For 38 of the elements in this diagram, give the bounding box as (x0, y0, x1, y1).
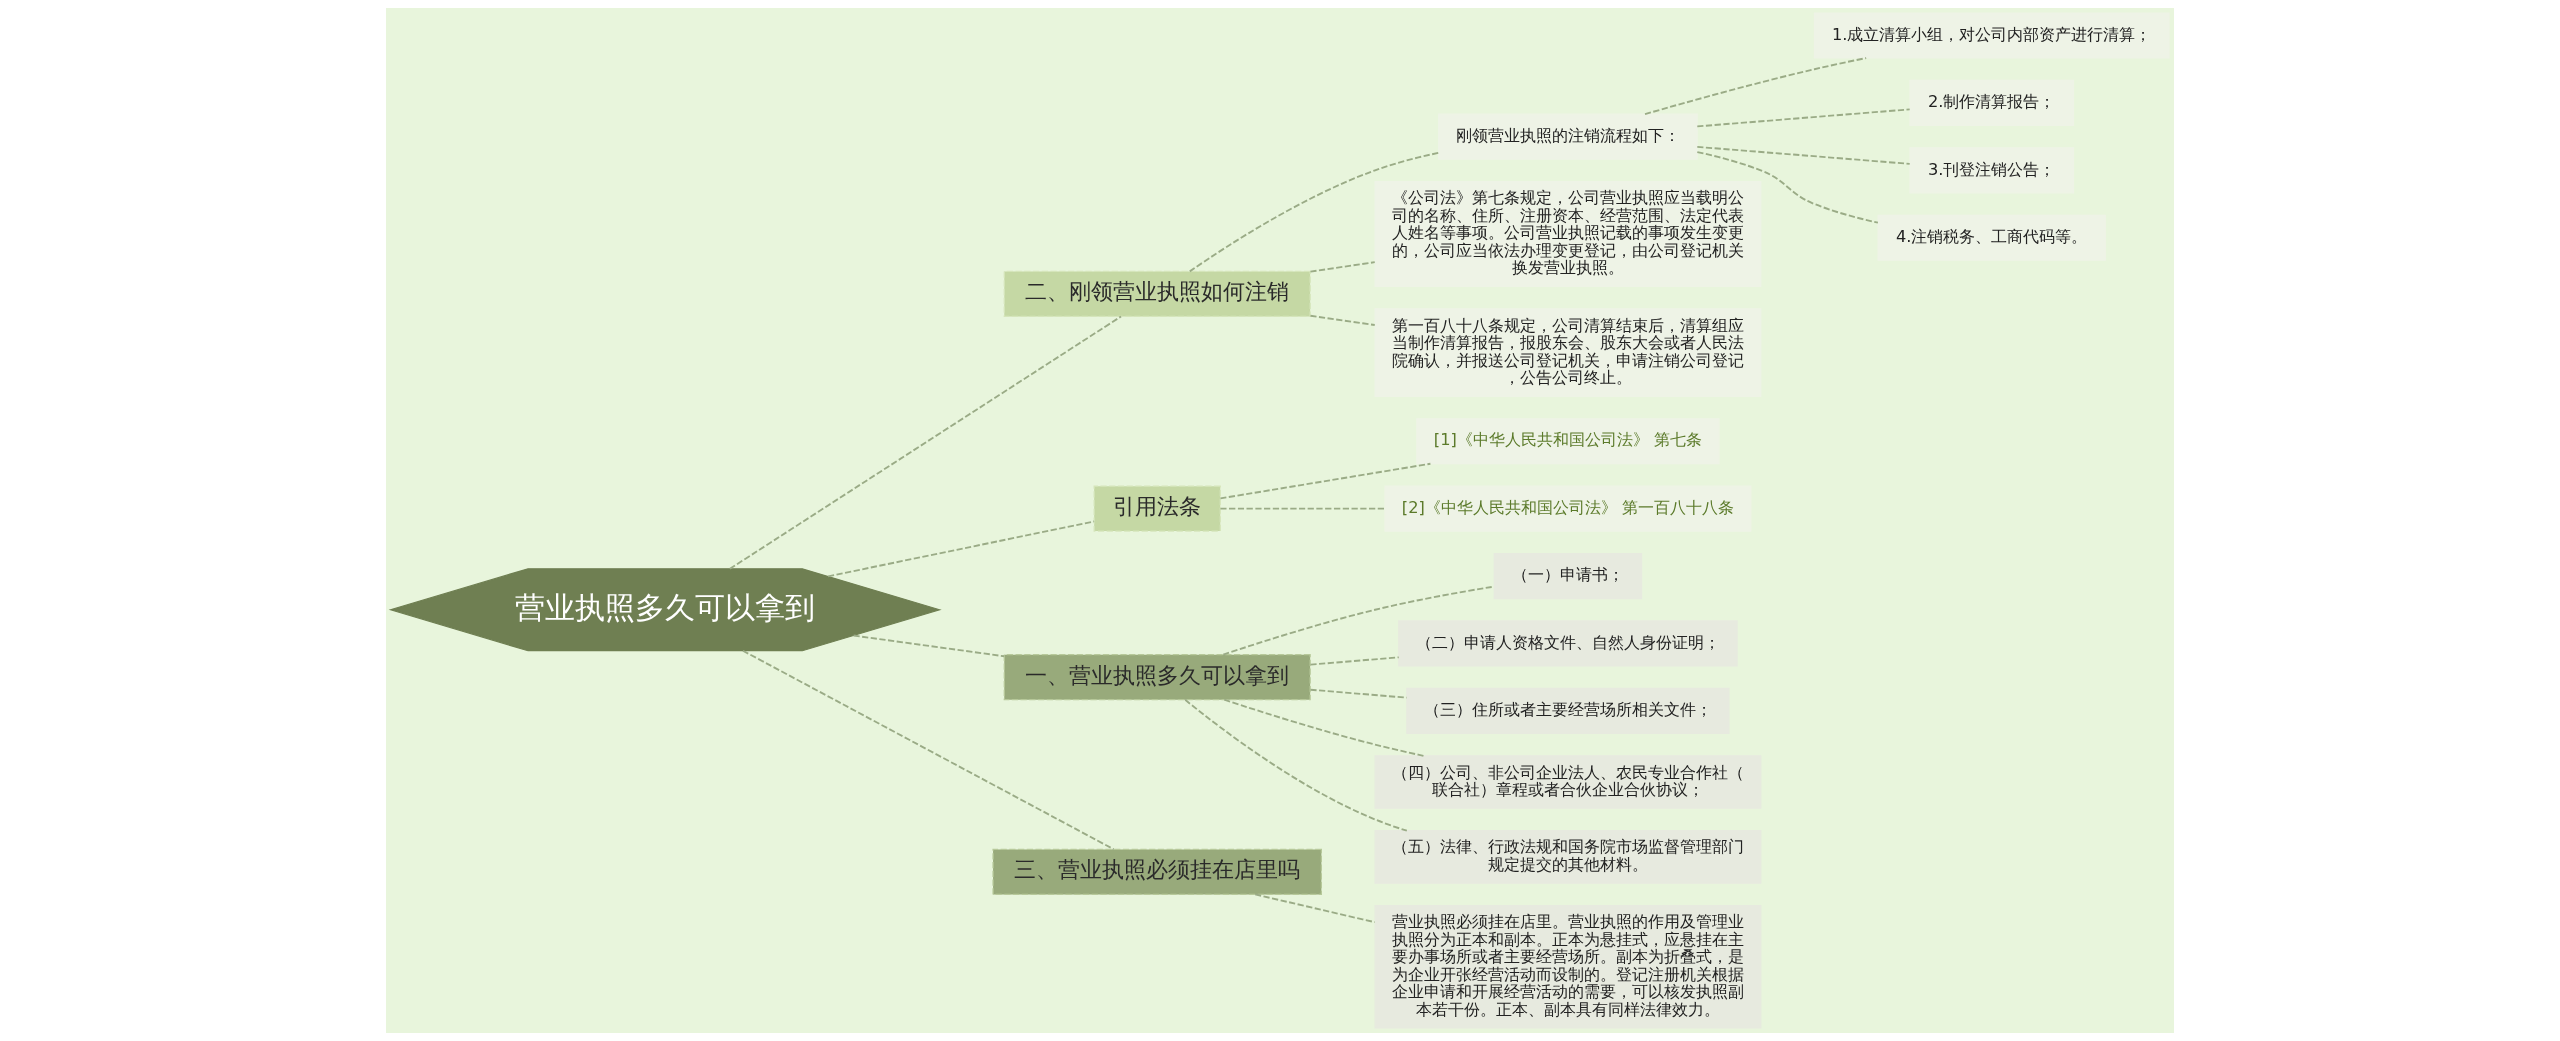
node-box: 引用法条 (1093, 485, 1221, 532)
node-box: 4.注销税务、工商代码等。 (1877, 214, 2106, 261)
connector (742, 649, 1115, 851)
connector (827, 520, 1096, 578)
connector (852, 634, 1006, 658)
connector (1309, 314, 1376, 326)
node-box: 2.制作清算报告； (1909, 79, 2075, 126)
connector (1188, 151, 1440, 273)
connector (1309, 656, 1400, 666)
connector (1219, 462, 1432, 500)
connector (1309, 688, 1408, 699)
connector (1696, 108, 1911, 128)
connector (1223, 698, 1425, 757)
node-box: 二、刚领营业执照如何注销 (1003, 270, 1311, 317)
node-box: 三、营业执照必须挂在店里吗 (992, 848, 1322, 895)
connector (1644, 57, 1868, 116)
node-box: （五）法律、行政法规和国务院市场监督管理部门规定提交的其他材料。 (1374, 830, 1762, 884)
node-box: 刚领营业执照的注销流程如下： (1438, 113, 1698, 160)
node-box: 一、营业执照多久可以拿到 (1003, 654, 1311, 701)
node-box: （一）申请书； (1493, 552, 1643, 600)
connector (729, 315, 1122, 570)
node-box: 第一百八十八条规定，公司清算结束后，清算组应当制作清算报告，报股东会、股东大会或者人民法院确认，并报送公司登记机关，申请注销公司登记，公告公司终止。 (1374, 308, 1762, 397)
node-box: （三）住所或者主要经营场所相关文件； (1406, 687, 1730, 734)
connector (1254, 893, 1376, 924)
node-box: 3.刊登注销公告； (1909, 147, 2075, 194)
node-box: 营业执照必须挂在店里。营业执照的作用及管理业执照分为正本和副本。正本为悬挂式，应悬挂在主要办事场所或者主要经营场所。副本为折叠式，是为企业开张经营活动而设制的。登记注册机关根据企业申请和开展经营活动的需要，可以核发执照副本若干份。正本、副本具有同样法律效力。 (1374, 905, 1762, 1029)
node-box: [2]《中华人民共和国公司法》 第一百八十八条 (1384, 485, 1752, 532)
connector (1696, 145, 1911, 165)
connector (1696, 151, 1879, 224)
connector (1222, 585, 1495, 656)
connector (1184, 698, 1408, 832)
connector (1309, 261, 1376, 273)
node-box: 《公司法》第七条规定，公司营业执照应当载明公司的名称、住所、注册资本、经营范围、法定代表人姓名等事项。公司营业执照记载的事项发生变更的，公司应当依法办理变更登记，由公司登记机关换发营业执照。 (1374, 180, 1762, 288)
node-box: 1.成立清算小组，对公司内部资产进行清算； (1813, 12, 2170, 59)
node-box: [1]《中华人民共和国公司法》 第七条 (1416, 418, 1720, 465)
connector (1219, 507, 1386, 510)
node-box: （四）公司、非公司企业法人、农民专业合作社（联合社）章程或者合伙企业合伙协议； (1374, 755, 1762, 809)
node-box: （二）申请人资格文件、自然人身份证明； (1398, 620, 1738, 667)
